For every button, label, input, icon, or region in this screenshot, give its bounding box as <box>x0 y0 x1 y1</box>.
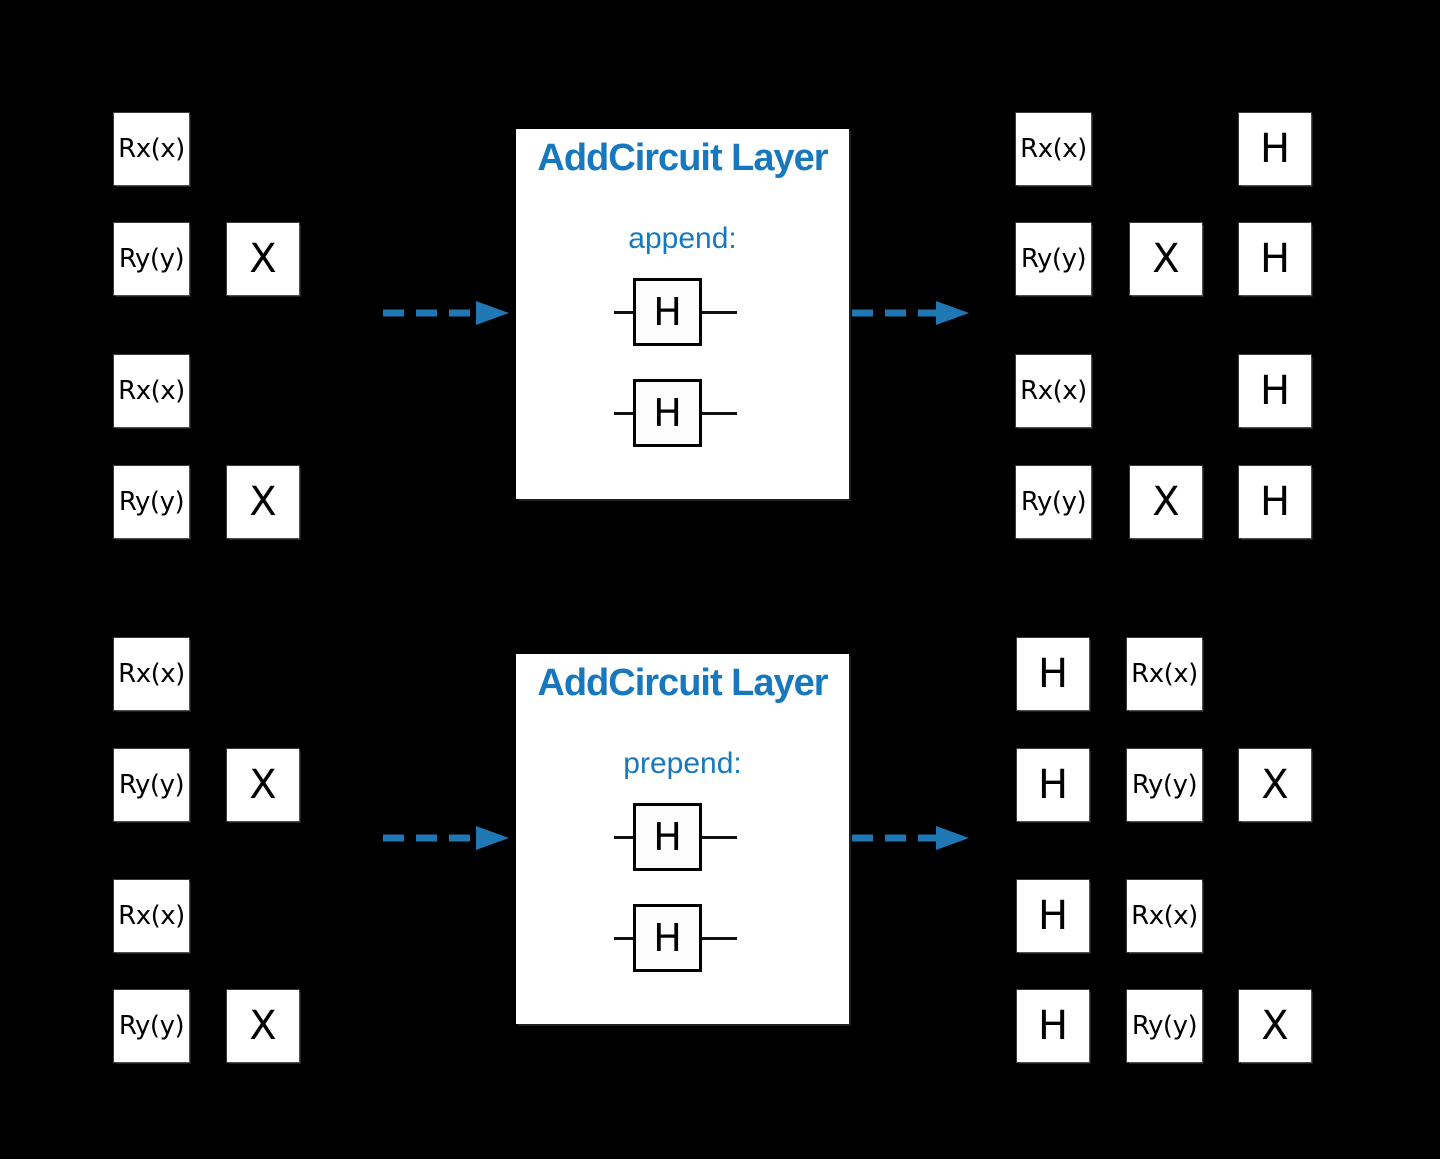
gate-box-x: X <box>227 223 299 295</box>
gate-box-h: H <box>1017 749 1089 821</box>
wire-right-icon <box>702 835 737 839</box>
dashed-arrow-icon <box>383 301 509 325</box>
wire-left-icon <box>614 936 633 940</box>
gate-box-h: H <box>1239 466 1311 538</box>
wire-left-icon <box>614 411 633 415</box>
gate-box-x: X <box>1130 223 1202 295</box>
gate-box-x: X <box>227 466 299 538</box>
gate-box-h: H <box>1017 990 1089 1062</box>
gate-box-rxx: Rx(x) <box>114 880 189 952</box>
gate-box-x: X <box>1239 749 1311 821</box>
gate-box-x: X <box>227 749 299 821</box>
gate-box-ryy: Ry(y) <box>114 466 189 538</box>
gate-box-ryy: Ry(y) <box>114 749 189 821</box>
wire-right-icon <box>702 411 737 415</box>
gate-box-rxx: Rx(x) <box>1127 880 1202 952</box>
h-gate-diagram: H <box>614 379 737 447</box>
panel-mode-label: prepend: <box>623 747 742 780</box>
gate-box-h: H <box>1017 638 1089 710</box>
gate-box-h: H <box>1239 223 1311 295</box>
h-gate-diagram: H <box>614 278 737 346</box>
addcircuit-panel-prepend: AddCircuit Layer prepend: H H <box>516 654 849 1024</box>
gate-box-rxx: Rx(x) <box>114 638 189 710</box>
gate-box-x: X <box>227 990 299 1062</box>
gate-box-rxx: Rx(x) <box>1127 638 1202 710</box>
panel-title: AddCircuit Layer <box>537 137 828 179</box>
gate-box-h: H <box>1239 113 1311 185</box>
dashed-arrow-icon <box>852 301 969 325</box>
gate-box-ryy: Ry(y) <box>114 223 189 295</box>
h-gate-diagram: H <box>614 904 737 972</box>
gate-box-ryy: Ry(y) <box>114 990 189 1062</box>
gate-box-h: H <box>1239 355 1311 427</box>
gate-box-x: X <box>1130 466 1202 538</box>
gate-box-rxx: Rx(x) <box>114 113 189 185</box>
wire-right-icon <box>702 310 737 314</box>
dashed-arrow-icon <box>852 826 969 850</box>
gate-box-ryy: Ry(y) <box>1016 466 1091 538</box>
gate-box-rxx: Rx(x) <box>1016 113 1091 185</box>
dashed-arrow-icon <box>383 826 509 850</box>
wire-left-icon <box>614 310 633 314</box>
h-gate-diagram: H <box>614 803 737 871</box>
gate-box-ryy: Ry(y) <box>1127 749 1202 821</box>
gate-box-h: H <box>633 379 702 447</box>
gate-box-ryy: Ry(y) <box>1016 223 1091 295</box>
gate-box-ryy: Ry(y) <box>1127 990 1202 1062</box>
panel-mode-label: append: <box>628 222 737 255</box>
gate-box-x: X <box>1239 990 1311 1062</box>
gate-box-h: H <box>633 904 702 972</box>
gate-box-h: H <box>1017 880 1089 952</box>
gate-box-h: H <box>633 278 702 346</box>
addcircuit-panel-append: AddCircuit Layer append: H H <box>516 129 849 499</box>
gate-box-rxx: Rx(x) <box>114 355 189 427</box>
gate-box-h: H <box>633 803 702 871</box>
gate-box-rxx: Rx(x) <box>1016 355 1091 427</box>
wire-left-icon <box>614 835 633 839</box>
wire-right-icon <box>702 936 737 940</box>
panel-title: AddCircuit Layer <box>537 662 828 704</box>
